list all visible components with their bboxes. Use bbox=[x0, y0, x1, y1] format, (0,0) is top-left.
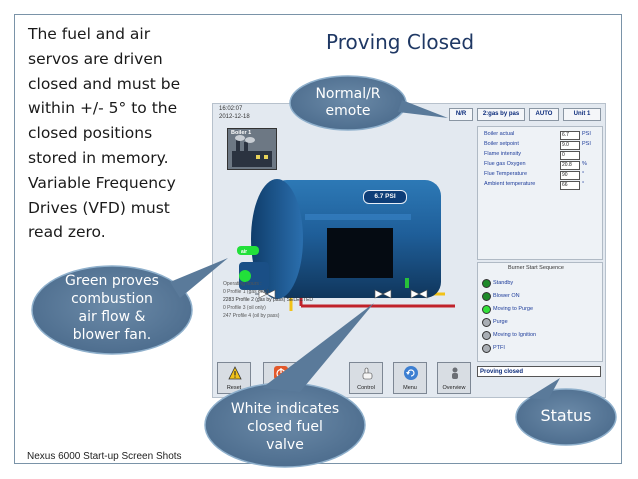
status-dot-icon bbox=[482, 344, 491, 353]
sequence-title: Burner Start Sequence bbox=[508, 265, 564, 271]
operating-hours: Operating hours : 0 Profile 1 (gas only)… bbox=[223, 281, 314, 319]
callout-white-indicates: White indicates closed fuel valve bbox=[230, 401, 340, 453]
callout-status: Status bbox=[540, 406, 592, 425]
control-button[interactable]: Control bbox=[349, 362, 383, 394]
overview-button[interactable]: Overview bbox=[437, 362, 471, 394]
factory-icon bbox=[232, 135, 272, 167]
air-indicator: air bbox=[241, 249, 248, 255]
unit-button[interactable]: Unit 1 bbox=[563, 108, 601, 121]
boiler-label: Boiler 1 bbox=[231, 130, 252, 136]
callout-normal-remote: Normal/R emote bbox=[315, 86, 381, 119]
status-field: Proving closed bbox=[477, 366, 601, 377]
status-dot-icon bbox=[482, 318, 491, 327]
hmi-time: 16:02:07 bbox=[219, 106, 243, 112]
warning-icon bbox=[228, 366, 242, 380]
status-dot-icon bbox=[482, 331, 491, 340]
status-dot-icon bbox=[482, 305, 491, 314]
normal-remote-button[interactable]: N/R bbox=[449, 108, 473, 121]
auto-button[interactable]: AUTO bbox=[529, 108, 559, 121]
status-dot-icon bbox=[482, 279, 491, 288]
boiler-thumbnail: Boiler 1 bbox=[227, 128, 277, 170]
refresh-icon bbox=[404, 366, 418, 380]
person-icon bbox=[448, 366, 462, 380]
hmi-date: 2012-12-18 bbox=[219, 114, 250, 120]
slide-footer: Nexus 6000 Start-up Screen Shots bbox=[27, 451, 182, 462]
hand-pointer-icon bbox=[360, 366, 374, 380]
pressure-badge: 6.7 PSI bbox=[363, 190, 407, 204]
status-dot-icon bbox=[482, 292, 491, 301]
hmi-screen: 16:02:07 2012-12-18 N/R 2:gas by pas AUT… bbox=[212, 103, 606, 398]
burner-sequence-panel: Burner Start Sequence Standby Blower ON … bbox=[477, 262, 603, 362]
slide-body-text: The fuel and air servos are driven close… bbox=[28, 25, 181, 242]
stop-button[interactable]: Stop bbox=[263, 362, 297, 394]
power-icon bbox=[274, 366, 288, 380]
slide-title: Proving Closed bbox=[326, 30, 475, 54]
reset-button[interactable]: Reset bbox=[217, 362, 251, 394]
boiler-diagram bbox=[237, 179, 455, 311]
profile-button[interactable]: 2:gas by pas bbox=[477, 108, 525, 121]
menu-button[interactable]: Menu bbox=[393, 362, 427, 394]
callout-green-proves: Green proves combustion air flow & blowe… bbox=[65, 273, 159, 343]
